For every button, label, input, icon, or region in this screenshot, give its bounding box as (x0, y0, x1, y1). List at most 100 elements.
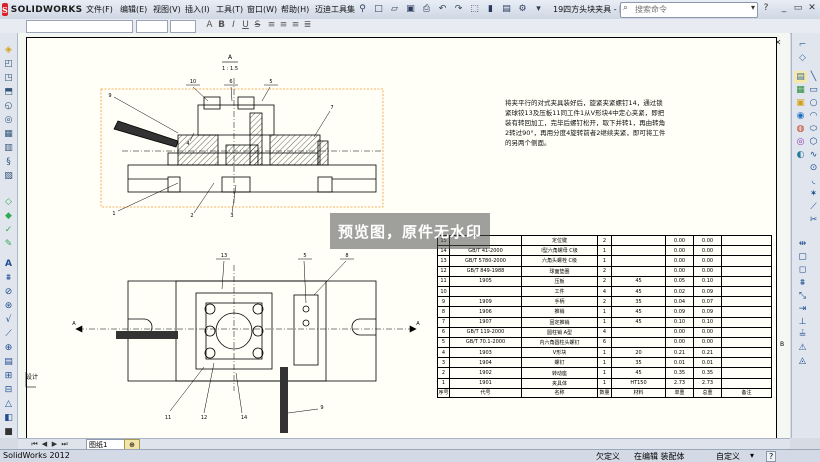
rectangle-icon[interactable]: ▭ (809, 85, 818, 95)
repair-sketch-icon[interactable]: ⚠ (798, 343, 807, 353)
open-folder-icon[interactable]: ▱ (391, 4, 398, 14)
datum-target-icon[interactable]: ⊟ (4, 385, 13, 395)
select-icon[interactable]: ⬚ (470, 4, 479, 14)
menu-help[interactable]: 帮助(H) (281, 5, 310, 14)
redo-icon[interactable]: ↷ (454, 4, 463, 14)
print-icon[interactable]: ⎙ (422, 4, 431, 14)
arc-icon[interactable]: ◠ (809, 111, 818, 121)
hole-callout-icon[interactable]: ⊕ (4, 343, 13, 353)
section-view-icon[interactable]: ◵ (4, 101, 13, 111)
linear-sketch-pattern-icon[interactable]: ⩩ (800, 278, 805, 288)
options-icon[interactable]: ⚙ (518, 4, 527, 14)
search-commands[interactable]: ⌕ ▾ (620, 2, 758, 18)
spell-check-icon[interactable]: ✓ (4, 225, 13, 235)
model-items-icon[interactable]: ◆ (5, 211, 12, 221)
detail-view-icon[interactable]: ◎ (4, 115, 13, 125)
mirror-icon[interactable]: ⇹ (798, 239, 807, 249)
first-sheet-icon[interactable]: ⏮ (31, 440, 38, 448)
break-alignment-icon[interactable]: ▧ (4, 171, 13, 181)
file-explorer-icon[interactable]: ▦ (796, 85, 805, 95)
status-help[interactable]: ? (766, 451, 777, 462)
help-icon[interactable]: ? (763, 3, 769, 13)
toolbox-icon[interactable]: ◐ (796, 150, 805, 160)
font-size-combo[interactable] (136, 20, 168, 33)
sketch-point-icon[interactable]: ✶ (809, 189, 818, 199)
menu-insert[interactable]: 插入(I) (185, 5, 210, 14)
line-icon[interactable]: ╲ (810, 72, 817, 82)
add-relation-icon[interactable]: ≟ (798, 330, 807, 340)
rebuild-icon[interactable]: ▮ (488, 4, 493, 14)
view-palette-icon[interactable]: ▣ (796, 98, 805, 108)
minimize-icon[interactable]: _ (781, 3, 787, 13)
file-properties-icon[interactable]: ▤ (502, 4, 511, 14)
centerline-icon[interactable]: ⟋ (810, 202, 817, 212)
linear-pattern-icon[interactable]: ⩩ (6, 273, 11, 283)
slot-icon[interactable]: ⊙ (809, 163, 818, 173)
options-dropdown-icon[interactable]: ▾ (536, 4, 541, 14)
add-sheet-icon[interactable]: ⊕ (124, 439, 140, 451)
bold-button[interactable]: B (218, 20, 225, 30)
next-sheet-icon[interactable]: ▶ (51, 440, 58, 448)
new-document-icon[interactable]: □ (374, 4, 383, 14)
close-icon[interactable]: ✕ (808, 3, 816, 13)
datum-feature-icon[interactable]: ⊞ (4, 371, 13, 381)
doc-close-icon[interactable]: ✕ (774, 38, 782, 47)
design-library-icon[interactable]: ▤ (794, 71, 807, 83)
status-custom[interactable]: 自定义 (716, 452, 740, 461)
crop-view-icon[interactable]: ▥ (4, 143, 13, 153)
menu-window[interactable]: 窗口(W) (247, 5, 278, 14)
undo-icon[interactable]: ↶ (438, 4, 447, 14)
menu-tools[interactable]: 工具(T) (216, 5, 244, 14)
italic-button[interactable]: I (232, 20, 235, 30)
menu-file[interactable]: 文件(F) (86, 5, 113, 14)
custom-properties-icon[interactable]: ◍ (796, 124, 805, 134)
circle-icon[interactable]: ○ (809, 98, 818, 108)
revision-symbol-icon[interactable]: △ (5, 399, 12, 409)
save-icon[interactable]: ▣ (406, 4, 415, 14)
menu-edit[interactable]: 编辑(E) (120, 5, 148, 14)
last-sheet-icon[interactable]: ⏭ (61, 440, 68, 448)
alternate-position-icon[interactable]: § (6, 157, 11, 167)
search-input[interactable] (635, 4, 739, 15)
spline-icon[interactable]: ∿ (809, 150, 818, 160)
chevron-down-icon[interactable]: ▾ (750, 3, 755, 12)
smart-dimension-icon[interactable]: ◇ (5, 197, 12, 207)
surface-finish-icon[interactable]: √ (5, 315, 12, 325)
area-hatch-icon[interactable]: ◧ (4, 413, 13, 423)
polygon-icon[interactable]: ⬡ (809, 137, 818, 147)
convert-entities-icon[interactable]: ◻ (798, 265, 807, 275)
move-entities-icon[interactable]: ⤡ (798, 291, 807, 301)
auxiliary-view-icon[interactable]: ⬒ (4, 87, 13, 97)
appearances-icon[interactable]: ◉ (796, 111, 805, 121)
projected-view-icon[interactable]: ◳ (4, 73, 13, 83)
align-right-icon[interactable]: ≡ (291, 20, 300, 30)
font-combo[interactable] (26, 20, 133, 33)
broken-view-icon[interactable]: ▦ (4, 129, 13, 139)
solidworks-logo[interactable]: S SOLIDWORKS (2, 2, 82, 17)
pin-icon[interactable]: ⚲ (359, 4, 366, 14)
block-icon[interactable]: ■ (4, 427, 13, 437)
format-painter-icon[interactable]: ✎ (4, 239, 13, 249)
menu-maidi-tools[interactable]: 迈迪工具集 (315, 5, 355, 14)
trim-icon[interactable]: ✂ (809, 215, 818, 225)
geometric-tolerance-icon[interactable]: ▤ (4, 357, 13, 367)
align-left-icon[interactable]: ≡ (267, 20, 276, 30)
point-icon[interactable]: ◇ (799, 53, 806, 63)
sketch-icon[interactable]: ◈ (5, 45, 12, 55)
underline-button[interactable]: U (242, 20, 249, 30)
fillet-icon[interactable]: ◟ (811, 176, 816, 186)
extend-icon[interactable]: ⇥ (798, 304, 807, 314)
model-view-icon[interactable]: ◰ (4, 59, 13, 69)
offset-icon[interactable]: ▢ (798, 252, 807, 262)
text-style-button[interactable]: A (206, 20, 213, 30)
ellipse-icon[interactable]: ⬭ (809, 124, 818, 134)
quick-snaps-icon[interactable]: ◬ (799, 356, 806, 366)
note-icon[interactable]: A (5, 259, 12, 269)
status-dropdown-icon[interactable]: ▾ (750, 451, 755, 460)
line-style-icon[interactable]: ⌐ (798, 40, 807, 50)
auto-balloon-icon[interactable]: ⊛ (4, 301, 13, 311)
prev-sheet-icon[interactable]: ◀ (41, 440, 48, 448)
restore-icon[interactable]: ▭ (793, 3, 803, 13)
align-center-icon[interactable]: ≡ (279, 20, 288, 30)
menu-view[interactable]: 视图(V) (153, 5, 181, 14)
